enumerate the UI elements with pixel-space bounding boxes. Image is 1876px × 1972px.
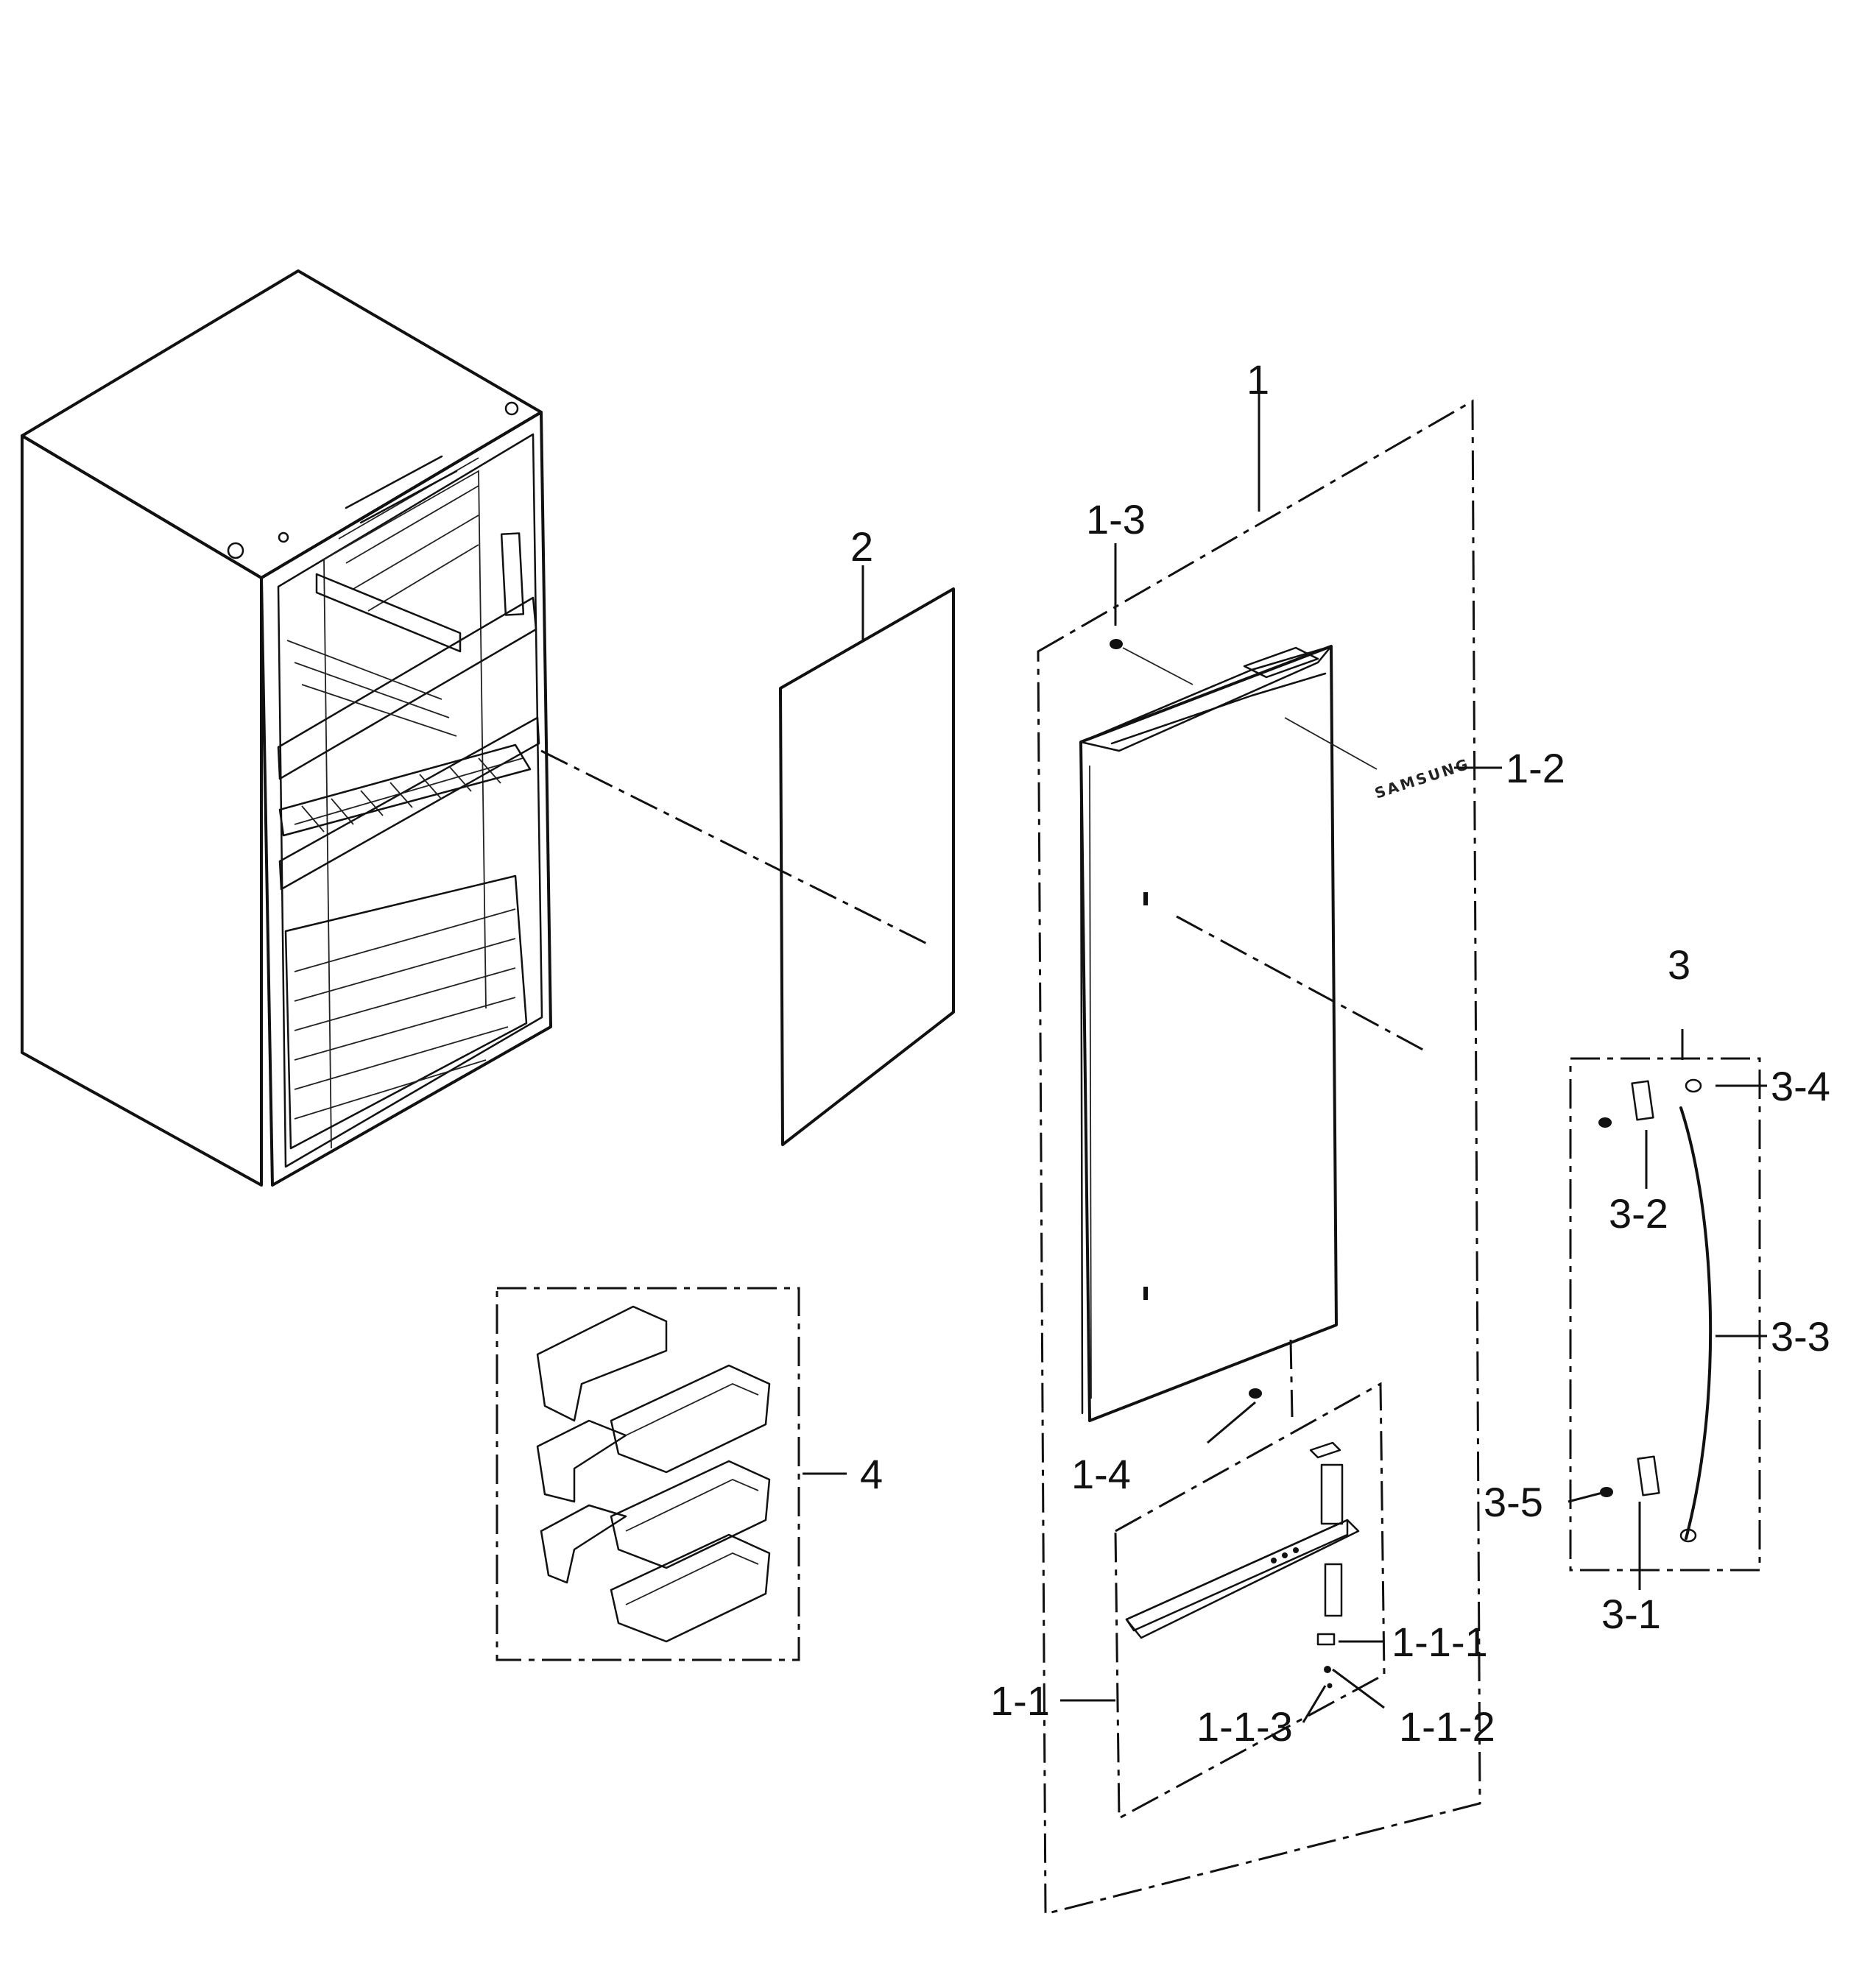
door-handle — [1598, 1078, 1713, 1543]
callout-3-1: 3-1 — [1601, 1591, 1661, 1637]
samsung-badge: SAMSUNG — [1284, 717, 1473, 802]
callout-1-4: 1-4 — [1071, 1451, 1131, 1497]
callout-3-5: 3-5 — [1484, 1479, 1543, 1525]
refrigerator-door — [1079, 639, 1338, 1422]
leader-lines — [803, 394, 1767, 1723]
callout-1-1-1: 1-1-1 — [1392, 1619, 1488, 1665]
refrigerator-cabinet — [21, 269, 552, 1187]
callout-3-4: 3-4 — [1771, 1063, 1830, 1109]
door-shelf-assembly-outline — [1114, 1382, 1386, 1820]
door-shelf — [1125, 1441, 1360, 1689]
callout-1-1: 1-1 — [990, 1678, 1050, 1724]
door-bins — [536, 1305, 771, 1643]
door-gasket — [779, 587, 955, 1146]
alignment-line-gasket — [540, 749, 932, 947]
callout-3-2: 3-2 — [1609, 1190, 1668, 1237]
callout-1-2: 1-2 — [1506, 745, 1565, 791]
callout-labels: 1 1-3 2 1-2 3 3-4 3-2 3-3 4 1-4 3-5 3-1 … — [850, 356, 1830, 1750]
alignment-line-shelf — [1289, 1339, 1294, 1418]
callout-2: 2 — [850, 523, 873, 570]
door-assembly-outline — [1037, 399, 1481, 1915]
callout-1-1-3: 1-1-3 — [1196, 1703, 1293, 1750]
handle-assembly-box — [1569, 1057, 1761, 1572]
callout-1-1-2: 1-1-2 — [1399, 1703, 1495, 1750]
callout-3-3: 3-3 — [1771, 1313, 1830, 1360]
callout-3: 3 — [1668, 941, 1690, 988]
callout-4: 4 — [860, 1451, 883, 1497]
badge-text: SAMSUNG — [1372, 754, 1472, 802]
door-bins-box — [496, 1287, 800, 1661]
alignment-line-handle — [1176, 915, 1429, 1054]
callout-1: 1 — [1246, 356, 1269, 403]
callout-1-3: 1-3 — [1086, 496, 1146, 543]
